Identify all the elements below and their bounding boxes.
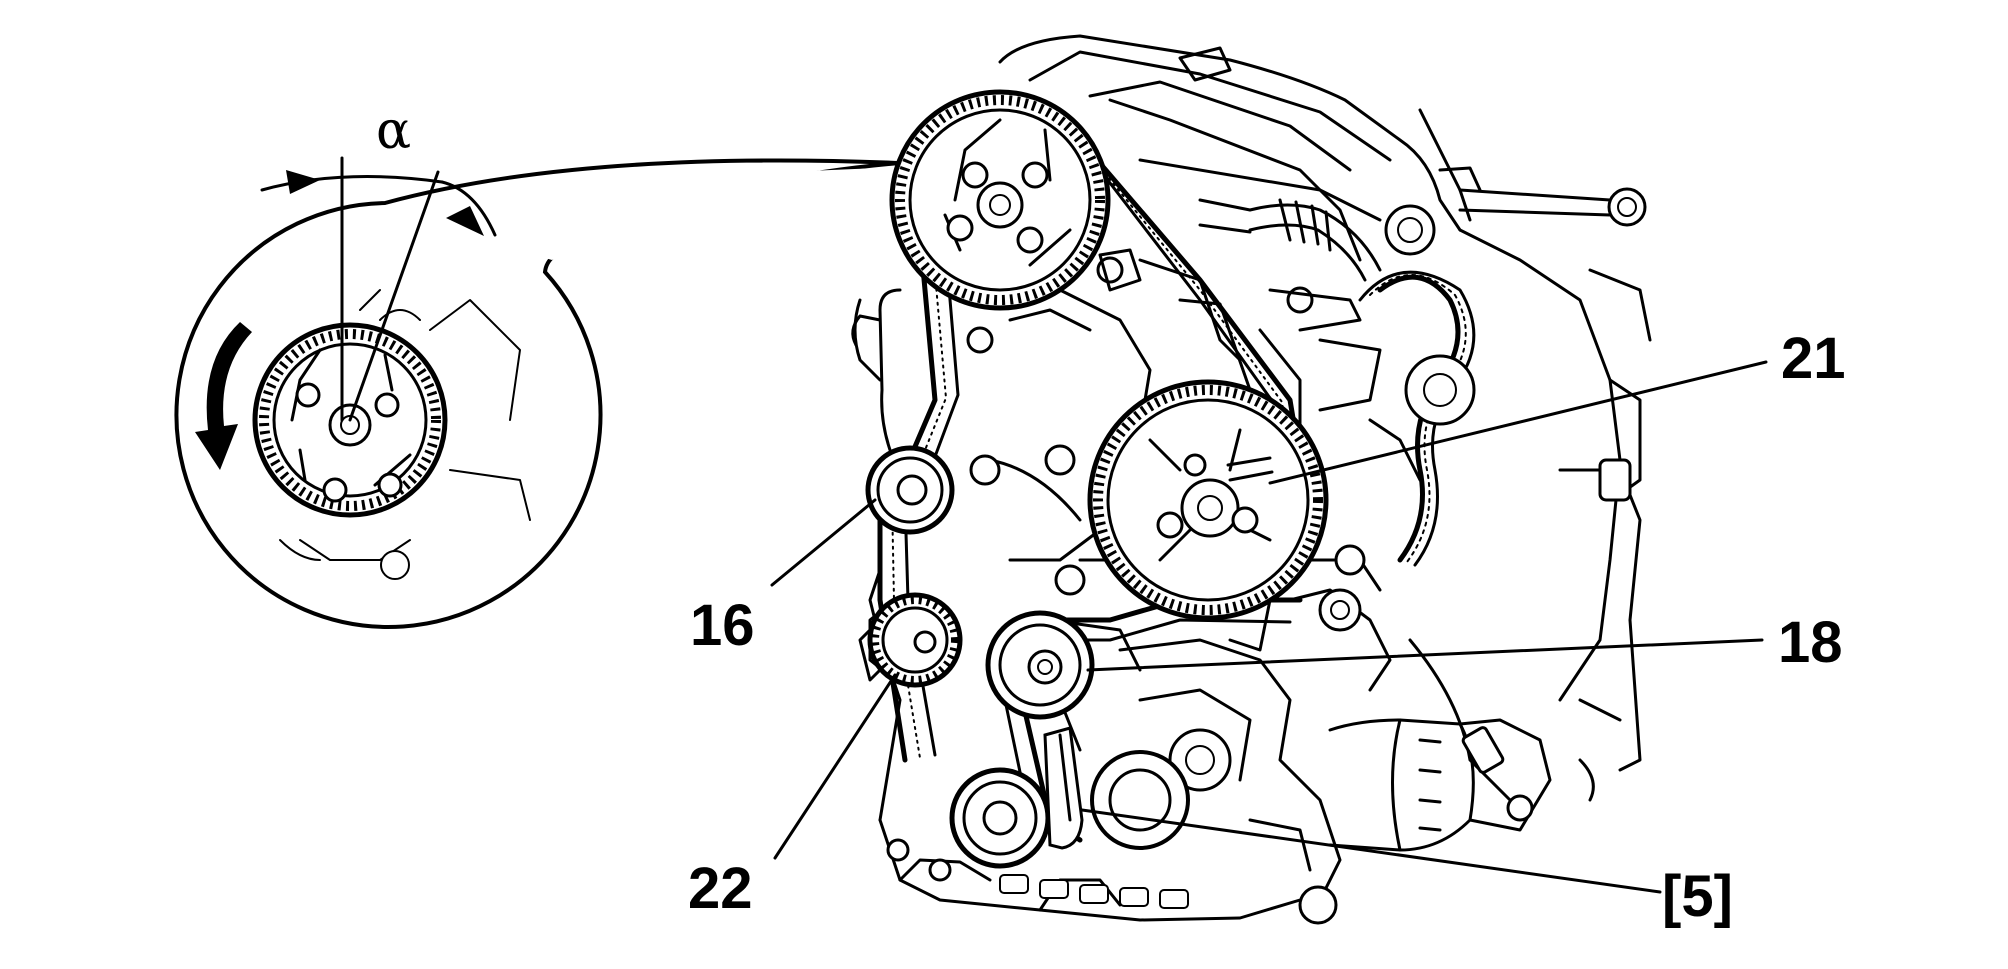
camshaft-sprocket <box>889 89 1111 311</box>
angle-alpha-label: α <box>376 101 411 161</box>
callout-18: 18 <box>1778 610 1843 675</box>
leader-lines <box>770 360 1768 894</box>
tensioner-pulley-18 <box>985 610 1095 720</box>
callout-tool-5: [5] <box>1662 864 1733 929</box>
curved-arrow-counterclockwise-icon <box>195 322 252 470</box>
zoom-detail-inset <box>174 156 901 629</box>
callout-21: 21 <box>1781 326 1846 391</box>
crankshaft-sprocket-22 <box>867 592 963 688</box>
callout-22: 22 <box>688 856 753 921</box>
callout-16: 16 <box>690 593 755 658</box>
lower-pulley-and-tool-5 <box>949 726 1190 869</box>
injection-pump-sprocket <box>1087 379 1329 621</box>
idler-pulley-16 <box>865 445 955 535</box>
engine-block-outline <box>851 34 1652 925</box>
